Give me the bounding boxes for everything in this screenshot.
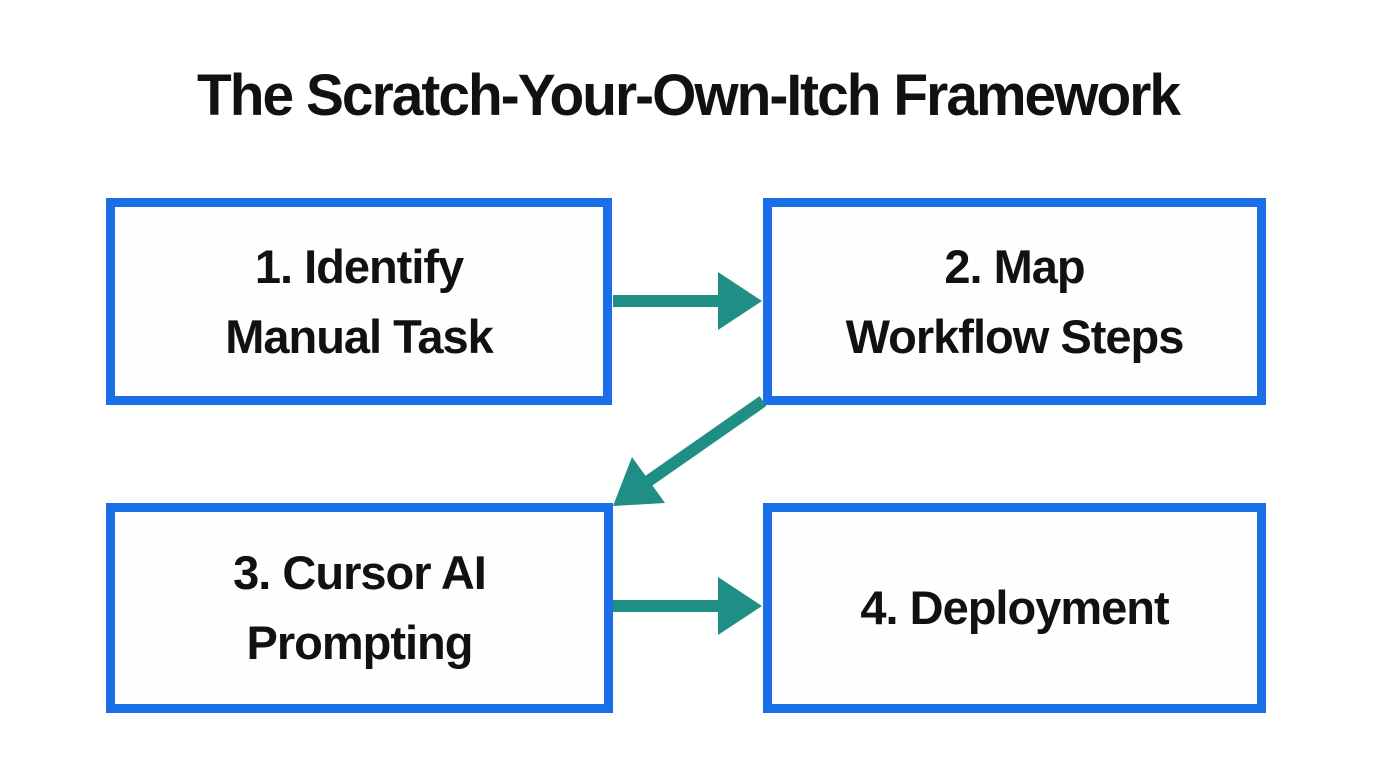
right-arrow-icon bbox=[613, 577, 762, 635]
step-box-deployment: 4. Deployment bbox=[763, 503, 1266, 713]
step-box-line: 1. Identify bbox=[254, 239, 464, 293]
step-box-identify-manual-task: 1. Identify Manual Task bbox=[106, 198, 612, 405]
step-box-line: 3. Cursor AI bbox=[233, 546, 487, 600]
step-box-cursor-ai-prompting: 3. Cursor AI Prompting bbox=[106, 503, 613, 713]
step-box-line: Prompting bbox=[246, 616, 474, 669]
step-box-line: 2. Map bbox=[944, 239, 1085, 293]
step-box-map-workflow-steps: 2. Map Workflow Steps bbox=[763, 198, 1266, 405]
diagram-title: The Scratch-Your-Own-Itch Framework bbox=[196, 63, 1181, 128]
right-arrow-icon bbox=[613, 272, 762, 330]
step-box-line: Manual Task bbox=[225, 309, 494, 363]
down-left-arrow-icon bbox=[613, 396, 767, 506]
step-box-line: 4. Deployment bbox=[860, 581, 1169, 635]
step-box-line: Workflow Steps bbox=[845, 309, 1185, 363]
